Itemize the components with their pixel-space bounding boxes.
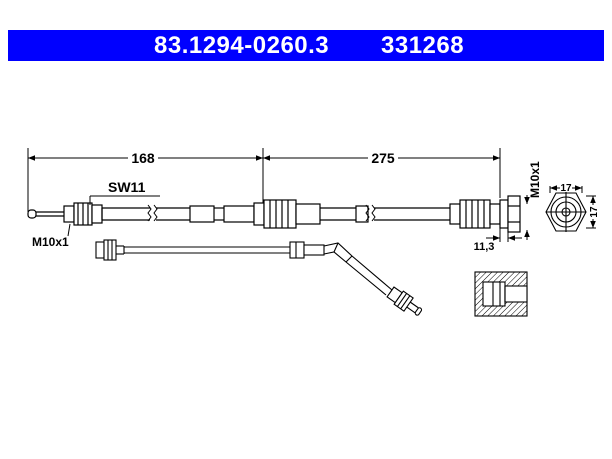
wrench-size-label: SW11: [108, 179, 146, 195]
section-detail: [474, 271, 528, 317]
fitting-length-label: 11,3: [474, 241, 495, 253]
fitting-end-view: [545, 192, 587, 232]
part-number: 83.1294-0260.3: [154, 32, 330, 59]
fitting-height-label: 17: [589, 206, 600, 218]
reference-number: 331268: [381, 32, 465, 59]
dimension-275-label: 275: [371, 150, 395, 166]
hose-bent-view: [95, 239, 423, 316]
dimension-168-label: 168: [131, 150, 155, 166]
title-bar: 83.1294-0260.3 331268: [8, 30, 604, 61]
fitting-width-label: 17: [560, 183, 572, 194]
thread-left-label: M10x1: [32, 235, 69, 249]
thread-right-label: M10x1: [528, 161, 542, 198]
hose-side-view: [27, 195, 521, 233]
